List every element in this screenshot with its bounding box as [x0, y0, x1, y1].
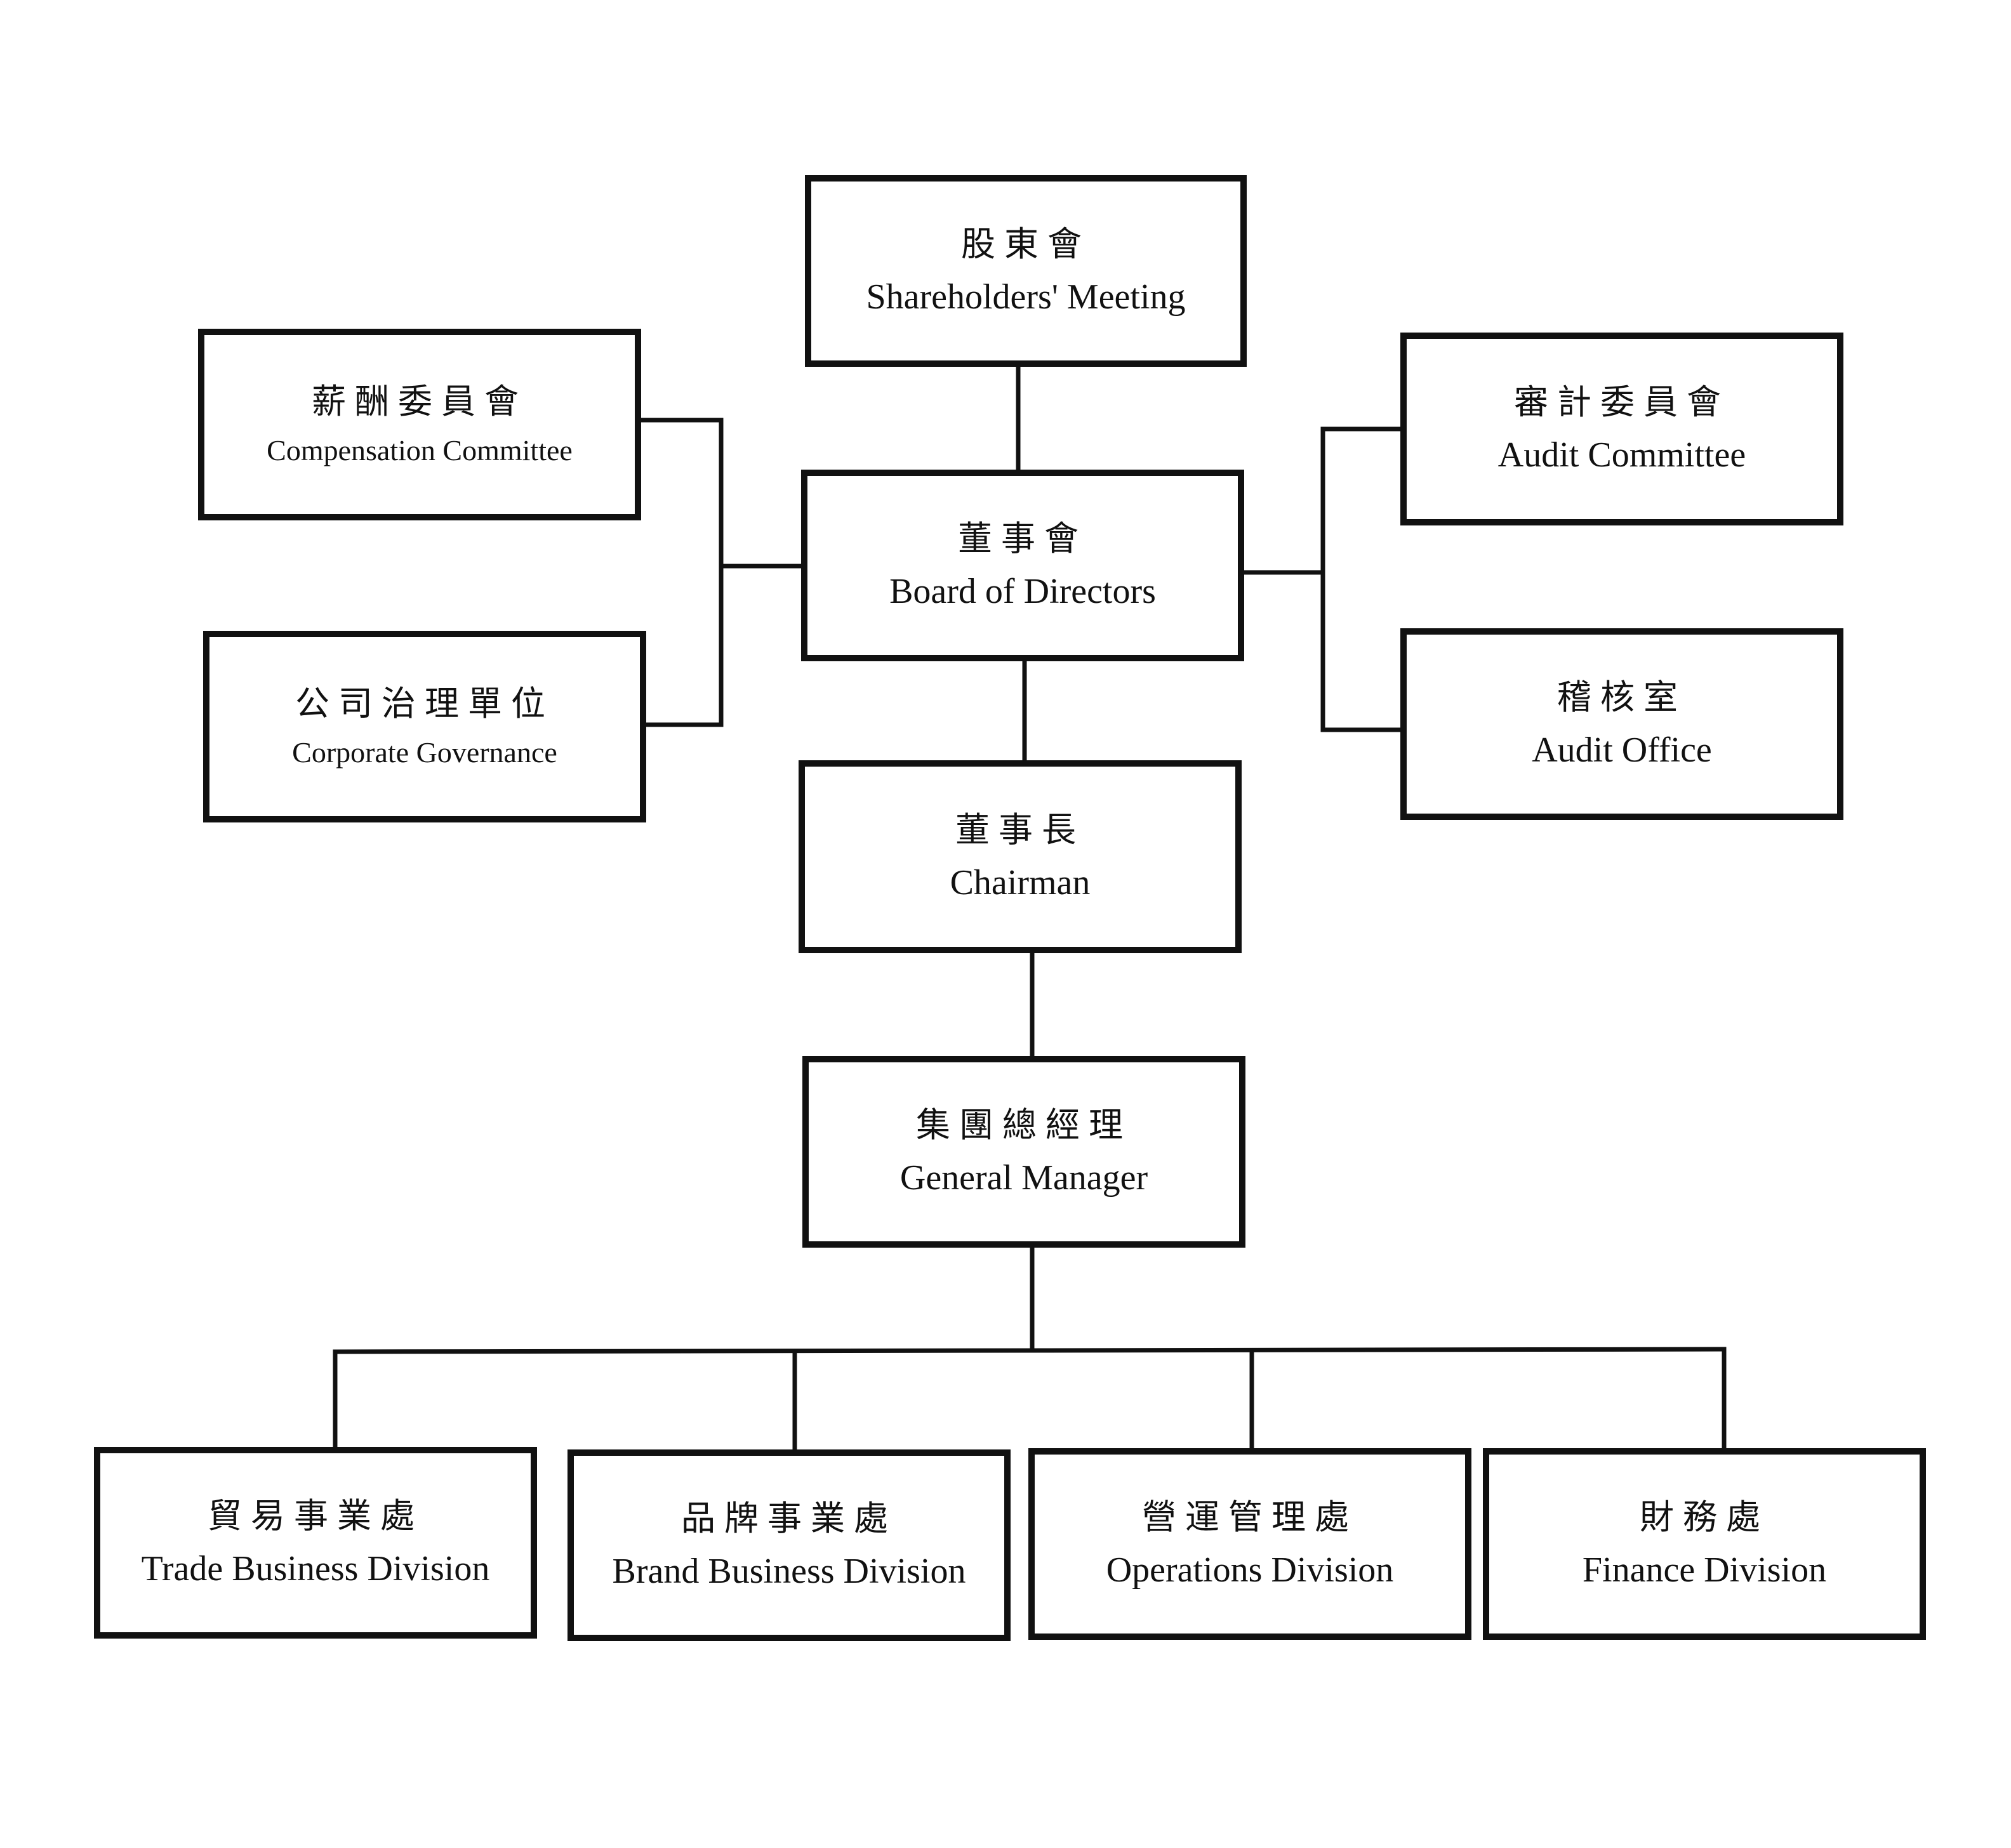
line-divisions-bus — [333, 1347, 1727, 1354]
trade-business-division-en: Trade Business Division — [141, 1548, 490, 1588]
trade-business-division-zh: 貿易事業處 — [208, 1495, 423, 1536]
operations-division-box: 營運管理處 Operations Division — [1028, 1448, 1471, 1640]
general-manager-en: General Manager — [899, 1158, 1148, 1198]
shareholders-meeting-en: Shareholders' Meeting — [866, 277, 1186, 317]
compensation-committee-en: Compensation Committee — [267, 434, 573, 467]
brand-business-division-zh: 品牌事業處 — [681, 1498, 897, 1538]
brand-business-division-box: 品牌事業處 Brand Business Division — [567, 1449, 1011, 1641]
audit-office-en: Audit Office — [1532, 730, 1712, 770]
general-manager-box: 集團總經理 General Manager — [802, 1056, 1245, 1248]
corporate-governance-en: Corporate Governance — [292, 736, 557, 769]
compensation-committee-zh: 薪酬委員會 — [312, 381, 528, 421]
audit-office-box: 稽核室 Audit Office — [1400, 628, 1843, 820]
operations-division-zh: 營運管理處 — [1142, 1496, 1358, 1537]
shareholders-meeting-zh: 股東會 — [961, 223, 1091, 264]
shareholders-meeting-box: 股東會 Shareholders' Meeting — [805, 175, 1247, 367]
chairman-box: 董事長 Chairman — [799, 760, 1242, 953]
compensation-committee-box: 薪酬委員會 Compensation Committee — [198, 329, 641, 520]
audit-office-zh: 稽核室 — [1557, 676, 1687, 717]
finance-division-zh: 財務處 — [1640, 1496, 1769, 1537]
board-of-directors-zh: 董事會 — [958, 518, 1087, 558]
trade-business-division-box: 貿易事業處 Trade Business Division — [94, 1447, 537, 1639]
chairman-en: Chairman — [950, 862, 1091, 902]
board-of-directors-box: 董事會 Board of Directors — [801, 470, 1244, 661]
operations-division-en: Operations Division — [1106, 1550, 1394, 1590]
audit-committee-en: Audit Committee — [1497, 435, 1746, 475]
audit-committee-box: 審計委員會 Audit Committee — [1400, 333, 1843, 525]
corporate-governance-box: 公司治理單位 Corporate Governance — [203, 631, 646, 822]
chairman-zh: 董事長 — [955, 809, 1085, 850]
finance-division-box: 財務處 Finance Division — [1483, 1448, 1926, 1640]
general-manager-zh: 集團總經理 — [916, 1104, 1132, 1145]
brand-business-division-en: Brand Business Division — [612, 1551, 966, 1591]
finance-division-en: Finance Division — [1582, 1550, 1827, 1590]
audit-committee-zh: 審計委員會 — [1514, 381, 1730, 422]
corporate-governance-zh: 公司治理單位 — [295, 683, 554, 723]
board-of-directors-en: Board of Directors — [889, 571, 1156, 611]
